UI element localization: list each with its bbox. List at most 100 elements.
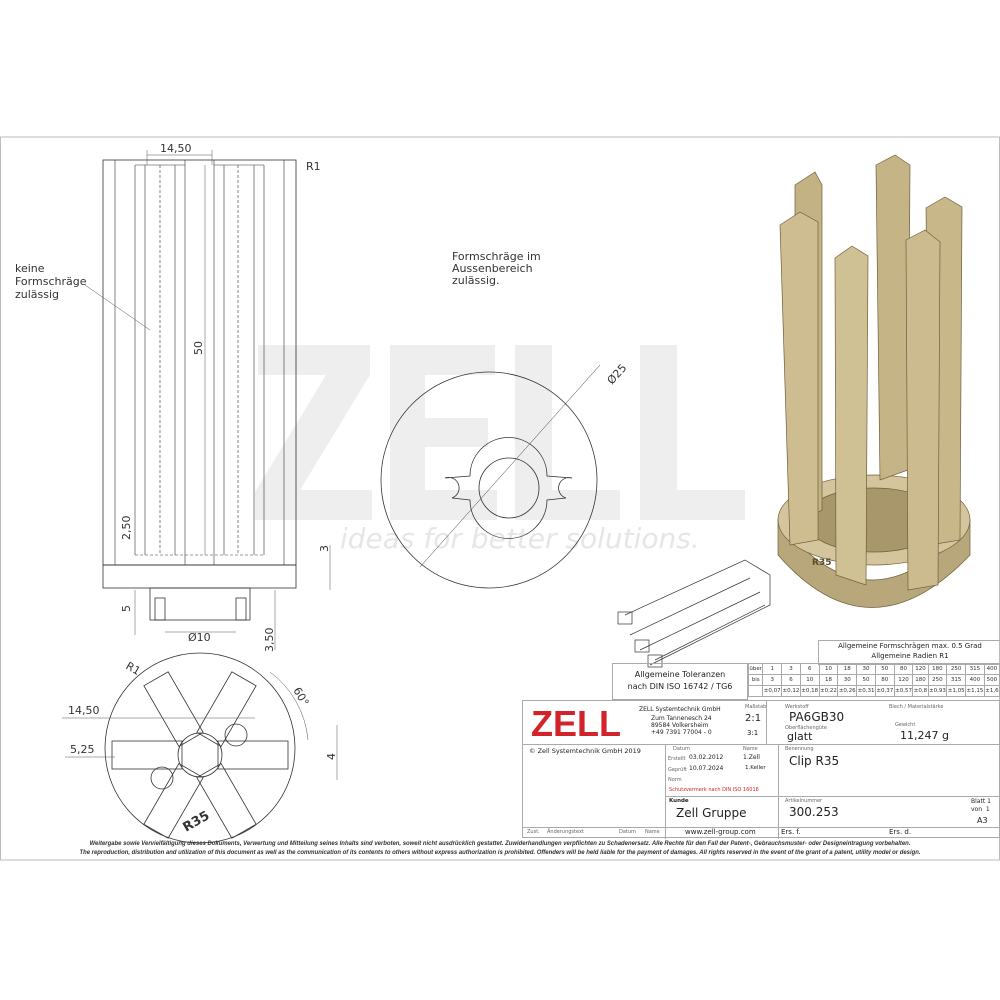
scale-label: Maßstab <box>745 704 767 710</box>
dim-radius: R1 <box>306 160 321 173</box>
tolerance-title-line: Allgemeine Toleranzen <box>634 670 726 679</box>
rev-state-label: Zust. <box>527 829 540 835</box>
rev-text-label: Änderungstext <box>547 829 584 835</box>
dim-diameter-25: Ø25 <box>605 361 630 387</box>
dim-radius: R1 <box>124 659 143 678</box>
created-date: 03.02.2012 <box>689 754 724 761</box>
dim-height: 50 <box>192 341 205 355</box>
dim-4: 4 <box>325 753 338 760</box>
note-line: zulässig. <box>452 274 500 287</box>
tolerance-cell: 180 <box>912 674 929 686</box>
date-label: Datum <box>673 746 690 752</box>
tolerance-cell: 10 <box>799 674 820 686</box>
tolerance-cell: 18 <box>818 674 839 686</box>
front-view <box>84 150 331 650</box>
tolerance-cell: 80 <box>893 663 914 675</box>
tolerance-cell: 10 <box>818 663 839 675</box>
dim-14-50: 14,50 <box>68 704 100 717</box>
tolerance-cell: 315 <box>946 674 967 686</box>
dim-5-25: 5,25 <box>70 743 95 756</box>
tolerance-cell: 3 <box>781 663 801 675</box>
tolerance-cell: 180 <box>927 663 948 675</box>
designation-value: Clip R35 <box>789 754 840 768</box>
tolerance-cell: 500 <box>983 674 1000 686</box>
surface-value: glatt <box>787 730 813 743</box>
rev-name-label: Name <box>645 829 660 835</box>
website-link[interactable]: www.zell-group.com <box>685 828 756 836</box>
tolerance-cell: 120 <box>893 674 914 686</box>
created-label: Erstellt <box>668 756 686 762</box>
legal-notice-en: The reproduction, distribution and utili… <box>79 849 921 856</box>
created-name: 1.Zell <box>743 754 760 761</box>
article-number: 300.253 <box>789 805 839 819</box>
render-3d: R35 <box>777 154 971 608</box>
checked-label: Geprüft <box>668 767 687 773</box>
tolerance-cell: 80 <box>874 674 895 686</box>
tolerance-cell: 30 <box>837 674 858 686</box>
weight-label: Gewicht <box>895 722 916 728</box>
street: Zum Tannenesch 24 <box>651 715 712 722</box>
tolerance-cell: 50 <box>856 674 876 686</box>
tolerance-cell: ±0,12 <box>781 685 801 697</box>
dim-3-50: 3,50 <box>263 628 276 653</box>
isometric-view <box>617 559 771 668</box>
legal-notice-de: Weitergabe sowie Vervielfältigung dieses… <box>89 840 911 847</box>
replaced-by-label: Ers. d. <box>889 828 912 836</box>
copyright: © Zell Systemtechnik GmbH 2019 <box>529 747 641 755</box>
note-radii: Allgemeine Radien R1 <box>871 652 949 660</box>
engraving-text: R35 <box>181 808 213 835</box>
sheet-thickness-label: Blech / Materialstärke <box>889 704 944 710</box>
designation-label: Benennung <box>785 746 814 752</box>
tolerance-cell: ±1,15 <box>965 685 985 697</box>
general-notes: Allgemeine Formschrägen max. 0.5 Grad Al… <box>818 640 1000 665</box>
tolerance-cell: 400 <box>983 663 1000 675</box>
tolerance-cell: ±0,22 <box>818 685 839 697</box>
tolerance-cell: 1 <box>762 663 783 675</box>
replaces-label: Ers. f. <box>781 828 801 836</box>
checked-date: 10.07.2024 <box>689 765 724 772</box>
note-line: zulässig <box>15 288 59 301</box>
tolerance-cell: ±0,57 <box>893 685 914 697</box>
checked-name: 1.Keller <box>745 765 766 771</box>
paper-format: A3 <box>977 816 988 825</box>
note-line: keine <box>15 262 45 275</box>
tolerance-cell: 6 <box>781 674 801 686</box>
watermark-logo <box>255 345 745 520</box>
tolerance-cell: 315 <box>965 663 985 675</box>
dim-diameter: Ø10 <box>188 631 211 644</box>
dim-5: 5 <box>120 605 133 612</box>
tolerance-cell: ±0,07 <box>762 685 783 697</box>
tolerance-cell: ±0,31 <box>856 685 876 697</box>
tolerance-cell: 3 <box>762 674 783 686</box>
tolerance-cell: ±0,8 <box>912 685 929 697</box>
material-value: PA6GB30 <box>789 710 845 724</box>
tolerance-title: Allgemeine Toleranzen nach DIN ISO 16742… <box>612 663 748 700</box>
zell-logo: ZELL <box>531 703 621 744</box>
company-name: ZELL Systemtechnik GmbH <box>639 706 721 713</box>
tolerance-cell: ±1,6 <box>983 685 1000 697</box>
tolerance-row: ±0,07±0,12±0,18±0,22±0,26±0,31±0,37±0,57… <box>747 685 1000 697</box>
note-line: Formschräge im <box>452 250 541 263</box>
dim-2-50: 2,50 <box>120 516 133 541</box>
tolerance-cell: ±0,26 <box>837 685 858 697</box>
scale-value-2: 3:1 <box>747 729 759 737</box>
weight-value: 11,247 g <box>900 729 949 742</box>
customer-label: Kunde <box>669 798 689 804</box>
tolerance-cell: 30 <box>856 663 876 675</box>
dim-width: 14,50 <box>160 142 192 155</box>
render-engraving: R35 <box>812 558 831 568</box>
dim-3: 3 <box>318 545 331 552</box>
tolerance-cell: ±0,93 <box>927 685 948 697</box>
tolerance-cell: ±1,05 <box>946 685 967 697</box>
tolerance-cell: 50 <box>874 663 895 675</box>
row-label: über <box>747 663 764 675</box>
city: 89584 Volkersheim <box>651 722 709 729</box>
front-view-labels: 14,50 R1 50 2,50 3 5 Ø10 3,50 keine Form… <box>15 142 331 652</box>
note-line: Aussenbereich <box>452 262 533 275</box>
note-line: Formschräge <box>15 275 87 288</box>
